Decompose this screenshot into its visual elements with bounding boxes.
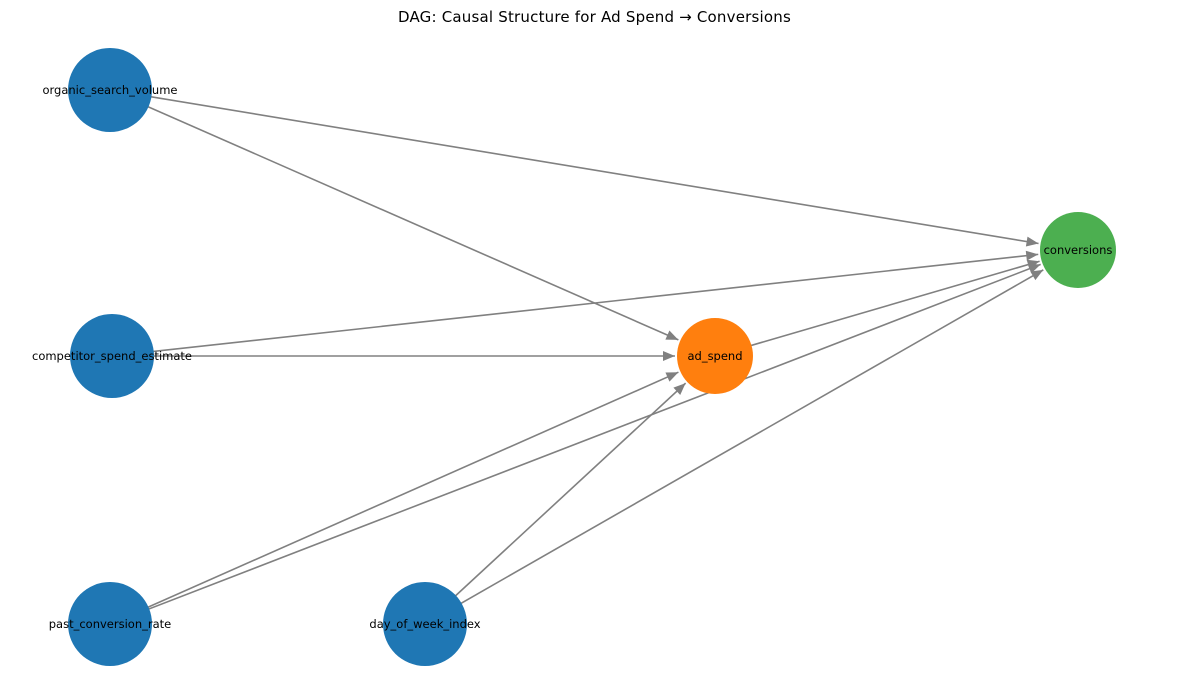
edge-past_conversion_rate-to-ad_spend (109, 371, 679, 625)
node-label-ad_spend: ad_spend (687, 349, 742, 363)
node-label-day_of_week_index: day_of_week_index (369, 617, 480, 631)
edge-organic_search_volume-to-conversions (109, 89, 1039, 245)
arrowhead-icon-day_of_week_index-to-conversions (1030, 269, 1044, 281)
edge-day_of_week_index-to-conversions (424, 269, 1044, 625)
node-organic_search_volume (68, 48, 152, 132)
arrowhead-icon-competitor_spend_estimate-to-conversions (1025, 250, 1039, 261)
arrowhead-icon-past_conversion_rate-to-ad_spend (665, 372, 679, 382)
edge-past_conversion_rate-to-conversions (109, 263, 1041, 625)
node-label-past_conversion_rate: past_conversion_rate (49, 617, 171, 631)
edge-day_of_week_index-to-ad_spend (424, 382, 687, 625)
node-day_of_week_index (383, 582, 467, 666)
edge-competitor_spend_estimate-to-conversions (111, 253, 1039, 357)
node-ad_spend (677, 318, 753, 394)
figure-title: DAG: Causal Structure for Ad Spend → Con… (398, 8, 791, 26)
node-past_conversion_rate (68, 582, 152, 666)
node-label-organic_search_volume: organic_search_volume (42, 83, 177, 97)
node-conversions (1040, 212, 1116, 288)
arrowhead-icon-competitor_spend_estimate-to-ad_spend (663, 351, 675, 361)
edge-ad_spend-to-conversions (714, 260, 1040, 357)
arrowhead-icon-ad_spend-to-conversions (1026, 259, 1040, 270)
node-label-conversions: conversions (1044, 243, 1113, 257)
node-competitor_spend_estimate (70, 314, 154, 398)
arrowhead-icon-organic_search_volume-to-conversions (1025, 236, 1039, 247)
edge-organic_search_volume-to-ad_spend (109, 89, 679, 341)
arrowhead-icon-organic_search_volume-to-ad_spend (665, 330, 679, 340)
arrowhead-icon-day_of_week_index-to-ad_spend (673, 383, 686, 395)
node-label-competitor_spend_estimate: competitor_spend_estimate (32, 349, 192, 363)
